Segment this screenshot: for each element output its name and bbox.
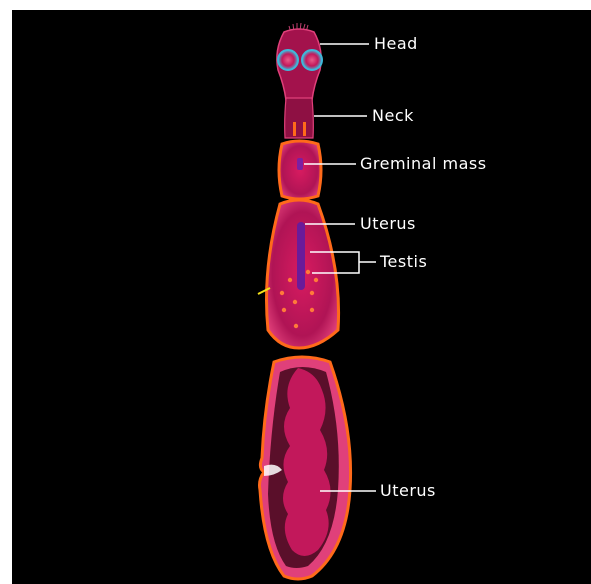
label-head: Head — [374, 34, 418, 53]
sucker-left — [278, 50, 298, 70]
label-uterus-lower: Uterus — [380, 481, 436, 500]
tapeworm-diagram — [12, 10, 591, 584]
neck — [285, 98, 314, 138]
germinal-mass — [297, 158, 303, 170]
label-neck: Neck — [372, 106, 414, 125]
label-testis: Testis — [380, 252, 427, 271]
label-uterus-upper: Uterus — [360, 214, 416, 233]
label-germinal-mass: Greminal mass — [360, 154, 487, 173]
uterus-mature — [297, 222, 305, 290]
illustration-frame: Head Neck Greminal mass Uterus Testis Ut… — [12, 10, 591, 584]
sucker-right — [302, 50, 322, 70]
uterus-gravid — [283, 368, 331, 556]
